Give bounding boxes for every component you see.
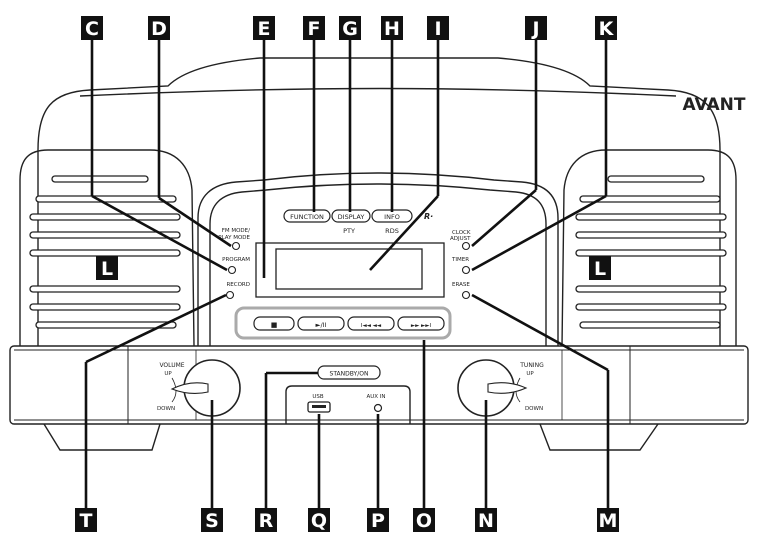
- play-mode-label: PLAY MODE: [218, 235, 250, 241]
- fm-mode-led[interactable]: [231, 241, 241, 251]
- next-label: ►► ►►I: [411, 323, 432, 329]
- pty-label: PTY: [343, 227, 355, 235]
- volume-down-label: DOWN: [157, 406, 175, 412]
- tuning-down-label: DOWN: [525, 406, 543, 412]
- svg-text:C: C: [85, 18, 99, 40]
- record-led[interactable]: [225, 290, 235, 300]
- volume-label: VOLUME: [159, 362, 184, 369]
- svg-text:R: R: [259, 510, 274, 532]
- left-foot: [43, 423, 161, 451]
- label-K: K: [595, 16, 617, 40]
- program-led[interactable]: [227, 265, 237, 275]
- svg-text:M: M: [599, 510, 618, 532]
- aux-jack[interactable]: [373, 403, 383, 413]
- fm-mode-label: FM MODE/: [222, 228, 250, 234]
- record-label: RECORD: [226, 282, 250, 288]
- lcd-screen: [275, 248, 423, 290]
- info-label: INFO: [384, 213, 400, 221]
- left-speaker-grille: [19, 149, 195, 347]
- svg-text:T: T: [80, 510, 93, 532]
- svg-text:H: H: [384, 18, 400, 40]
- prev-button[interactable]: [347, 316, 395, 331]
- volume-knob-grip: [170, 382, 209, 395]
- tuning-label: TUNING: [519, 362, 544, 369]
- svg-text:E: E: [258, 18, 271, 40]
- clock-adjust-label: ADJUST: [450, 236, 471, 242]
- standby-label: STANDBY/ON: [330, 371, 369, 378]
- label-O: O: [413, 508, 435, 532]
- avant-label: AVANT: [683, 95, 746, 115]
- label-J: J: [525, 16, 547, 40]
- stop-button[interactable]: [253, 316, 295, 331]
- svg-text:F: F: [308, 18, 321, 40]
- label-T: T: [75, 508, 97, 532]
- label-F: F: [303, 16, 325, 40]
- rds-label: RDS: [385, 227, 399, 235]
- svg-text:K: K: [599, 18, 615, 40]
- timer-label: TIMER: [451, 257, 469, 263]
- svg-text:S: S: [205, 510, 219, 532]
- right-speaker-grille: [561, 149, 737, 347]
- play-pause-button[interactable]: [297, 316, 345, 331]
- label-N: N: [475, 508, 497, 532]
- svg-text:N: N: [478, 510, 494, 532]
- label-H: H: [381, 16, 403, 40]
- tuning-knob-grip: [487, 382, 528, 394]
- rds-logo: R·: [424, 212, 433, 221]
- svg-text:Q: Q: [311, 510, 327, 532]
- timer-led[interactable]: [461, 265, 471, 275]
- svg-text:O: O: [416, 510, 432, 532]
- prev-label: I◄◄ ◄◄: [361, 323, 382, 329]
- label-P: P: [367, 508, 389, 532]
- svg-text:J: J: [530, 18, 539, 40]
- erase-led[interactable]: [461, 290, 471, 300]
- svg-text:L: L: [594, 258, 606, 280]
- label-S: S: [201, 508, 223, 532]
- label-L-right: L: [589, 256, 611, 280]
- aux-label: AUX IN: [366, 394, 385, 400]
- clock-adjust-led[interactable]: [461, 241, 471, 251]
- usb-label: USB: [312, 394, 324, 400]
- svg-text:I: I: [434, 18, 441, 40]
- label-C: C: [81, 16, 103, 40]
- base-body: [9, 345, 749, 425]
- label-M: M: [597, 508, 619, 532]
- next-button[interactable]: [397, 316, 445, 331]
- svg-text:D: D: [151, 18, 167, 40]
- label-Q: Q: [308, 508, 330, 532]
- svg-text:P: P: [371, 510, 385, 532]
- function-label: FUNCTION: [290, 213, 324, 221]
- display-label: DISPLAY: [338, 213, 365, 221]
- label-I: I: [427, 16, 449, 40]
- volume-up-label: UP: [164, 371, 172, 377]
- right-foot: [539, 423, 659, 451]
- program-label: PROGRAM: [222, 257, 250, 263]
- function-button[interactable]: [283, 209, 331, 223]
- svg-text:G: G: [342, 18, 358, 40]
- label-R: R: [255, 508, 277, 532]
- stop-label: ■: [271, 321, 278, 329]
- clock-label: CLOCK: [452, 230, 471, 236]
- label-D: D: [148, 16, 170, 40]
- tuning-up-label: UP: [526, 371, 534, 377]
- label-L-left: L: [96, 256, 118, 280]
- play-pause-label: ►/II: [315, 321, 326, 329]
- svg-text:L: L: [101, 258, 113, 280]
- erase-label: ERASE: [452, 282, 470, 288]
- callout-lines: [84, 40, 610, 508]
- label-G: G: [339, 16, 361, 40]
- label-E: E: [253, 16, 275, 40]
- port-panel: [285, 385, 411, 424]
